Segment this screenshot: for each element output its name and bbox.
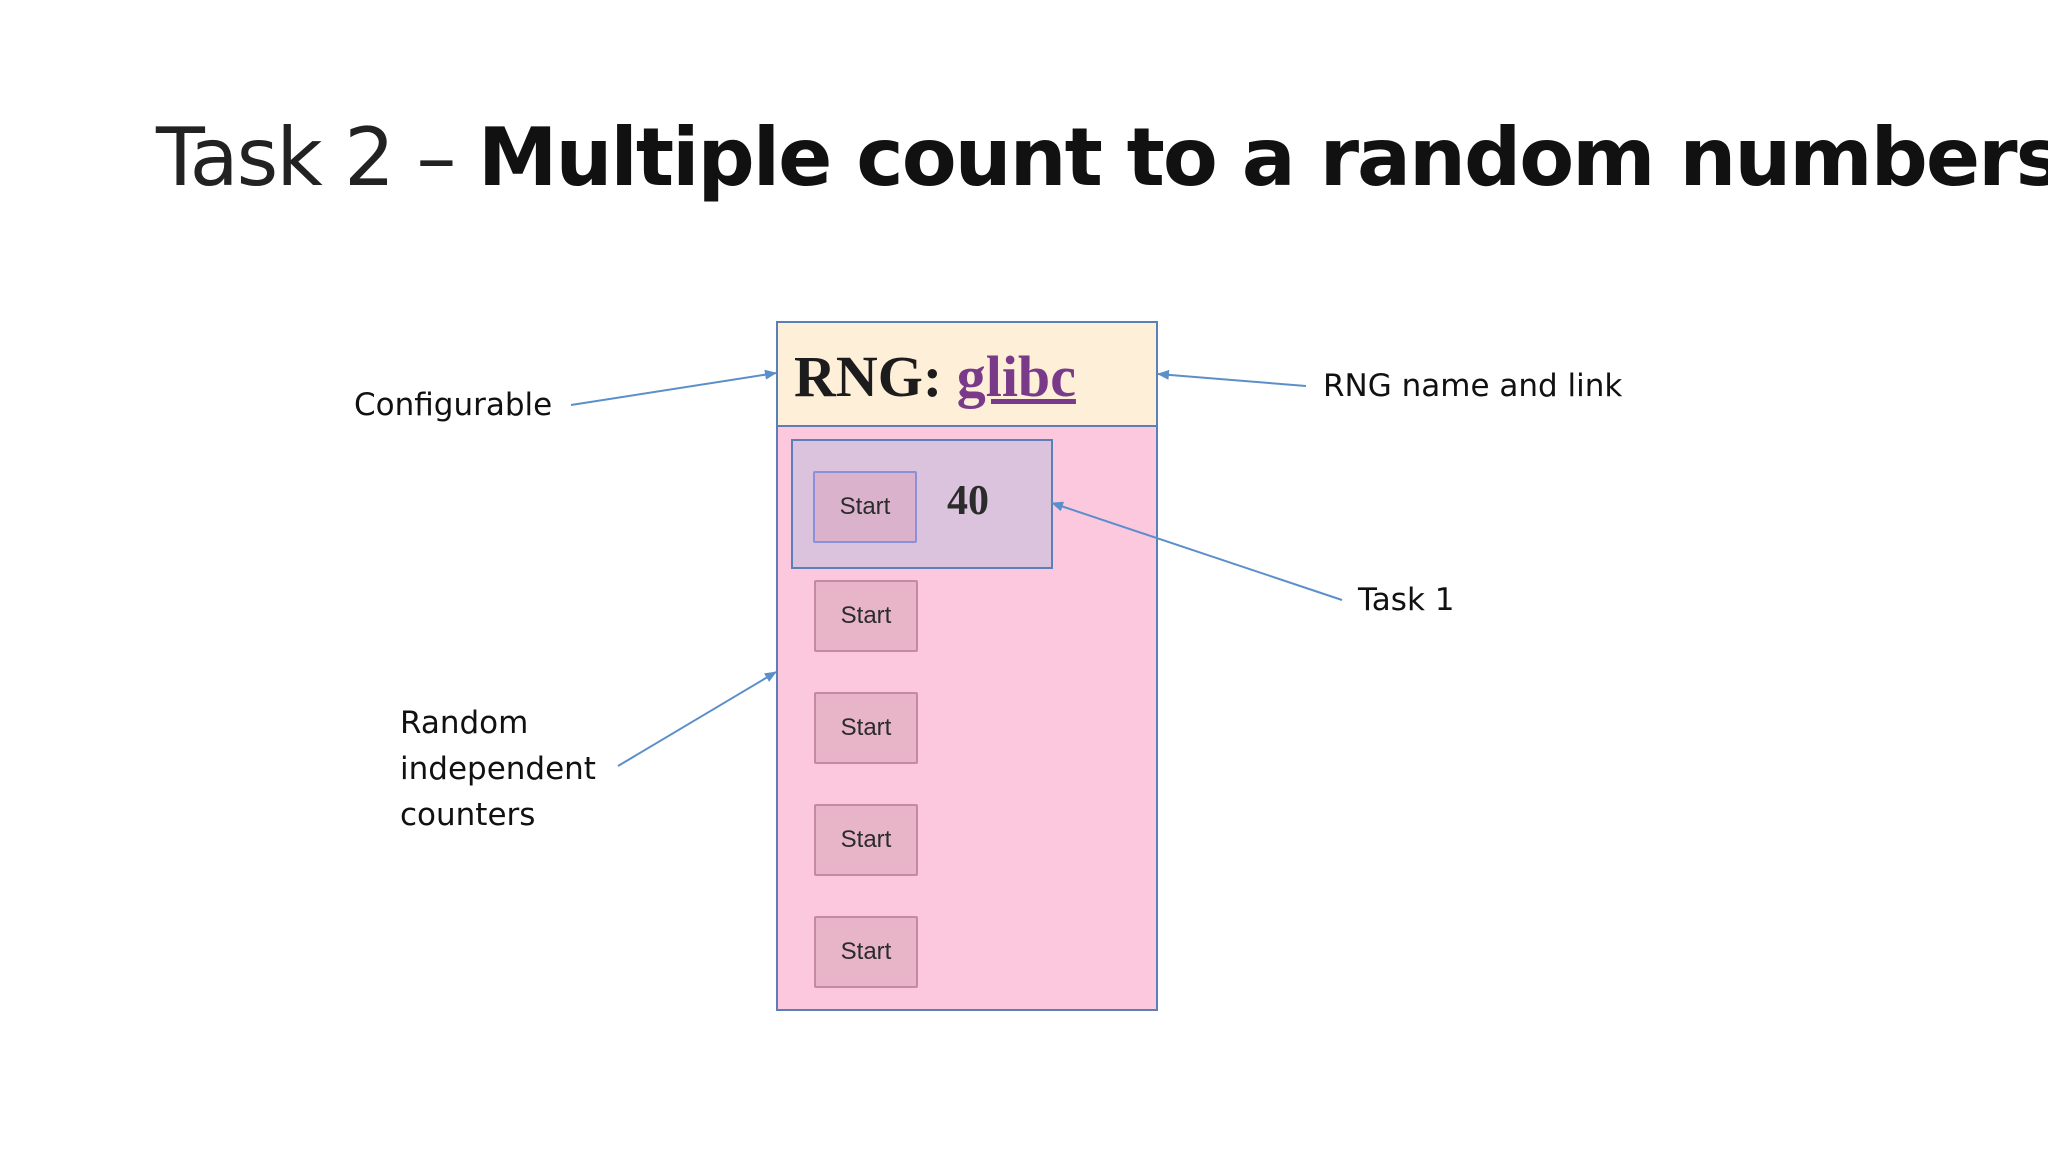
rng-app-screenshot: RNG: glibc Start 40 Start Start Start St… xyxy=(776,321,1158,1011)
annotation-random-line3: counters xyxy=(400,797,536,833)
annotation-rng-name-link: RNG name and link xyxy=(1323,368,1623,404)
title-main: Multiple count to a random numbers xyxy=(477,111,2048,204)
arrow-configurable xyxy=(570,369,777,406)
arrow-rng-name-link xyxy=(1157,369,1307,387)
rng-header: RNG: glibc xyxy=(778,323,1156,427)
task1-start-button[interactable]: Start xyxy=(813,471,917,543)
annotation-random-line2: independent xyxy=(400,751,596,787)
annotation-random-line1: Random xyxy=(400,705,529,741)
slide-title: Task 2 – Multiple count to a random numb… xyxy=(156,112,2048,204)
arrow-random-counters xyxy=(617,671,777,767)
task1-counter: Start 40 xyxy=(791,439,1053,569)
rng-label: RNG: xyxy=(794,344,943,409)
arrow-task1 xyxy=(1051,501,1343,601)
task1-counter-value: 40 xyxy=(947,478,989,524)
counter-2-start-button[interactable]: Start xyxy=(814,580,918,652)
title-prefix: Task 2 – xyxy=(156,111,478,204)
rng-name-link[interactable]: glibc xyxy=(956,344,1076,409)
rng-title: RNG: glibc xyxy=(794,343,1076,410)
counter-5-start-button[interactable]: Start xyxy=(814,916,918,988)
counter-3-start-button[interactable]: Start xyxy=(814,692,918,764)
annotation-random-counters: Random independent counters xyxy=(400,700,596,838)
annotation-configurable: Configurable xyxy=(354,387,553,423)
annotation-task1: Task 1 xyxy=(1358,582,1455,618)
counter-4-start-button[interactable]: Start xyxy=(814,804,918,876)
